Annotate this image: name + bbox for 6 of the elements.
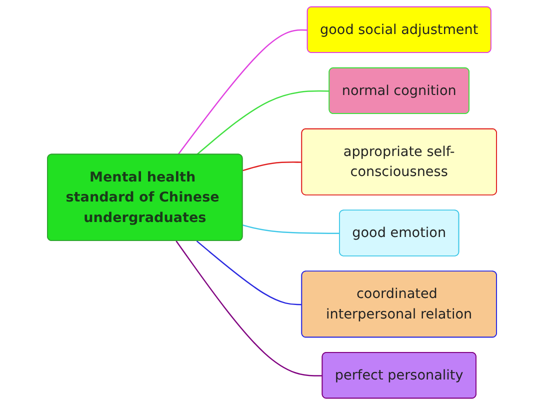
connector [242,224,340,234]
connector [196,90,330,156]
connector [176,240,323,376]
connector [178,29,308,156]
connector [196,240,302,306]
connector [242,162,302,172]
